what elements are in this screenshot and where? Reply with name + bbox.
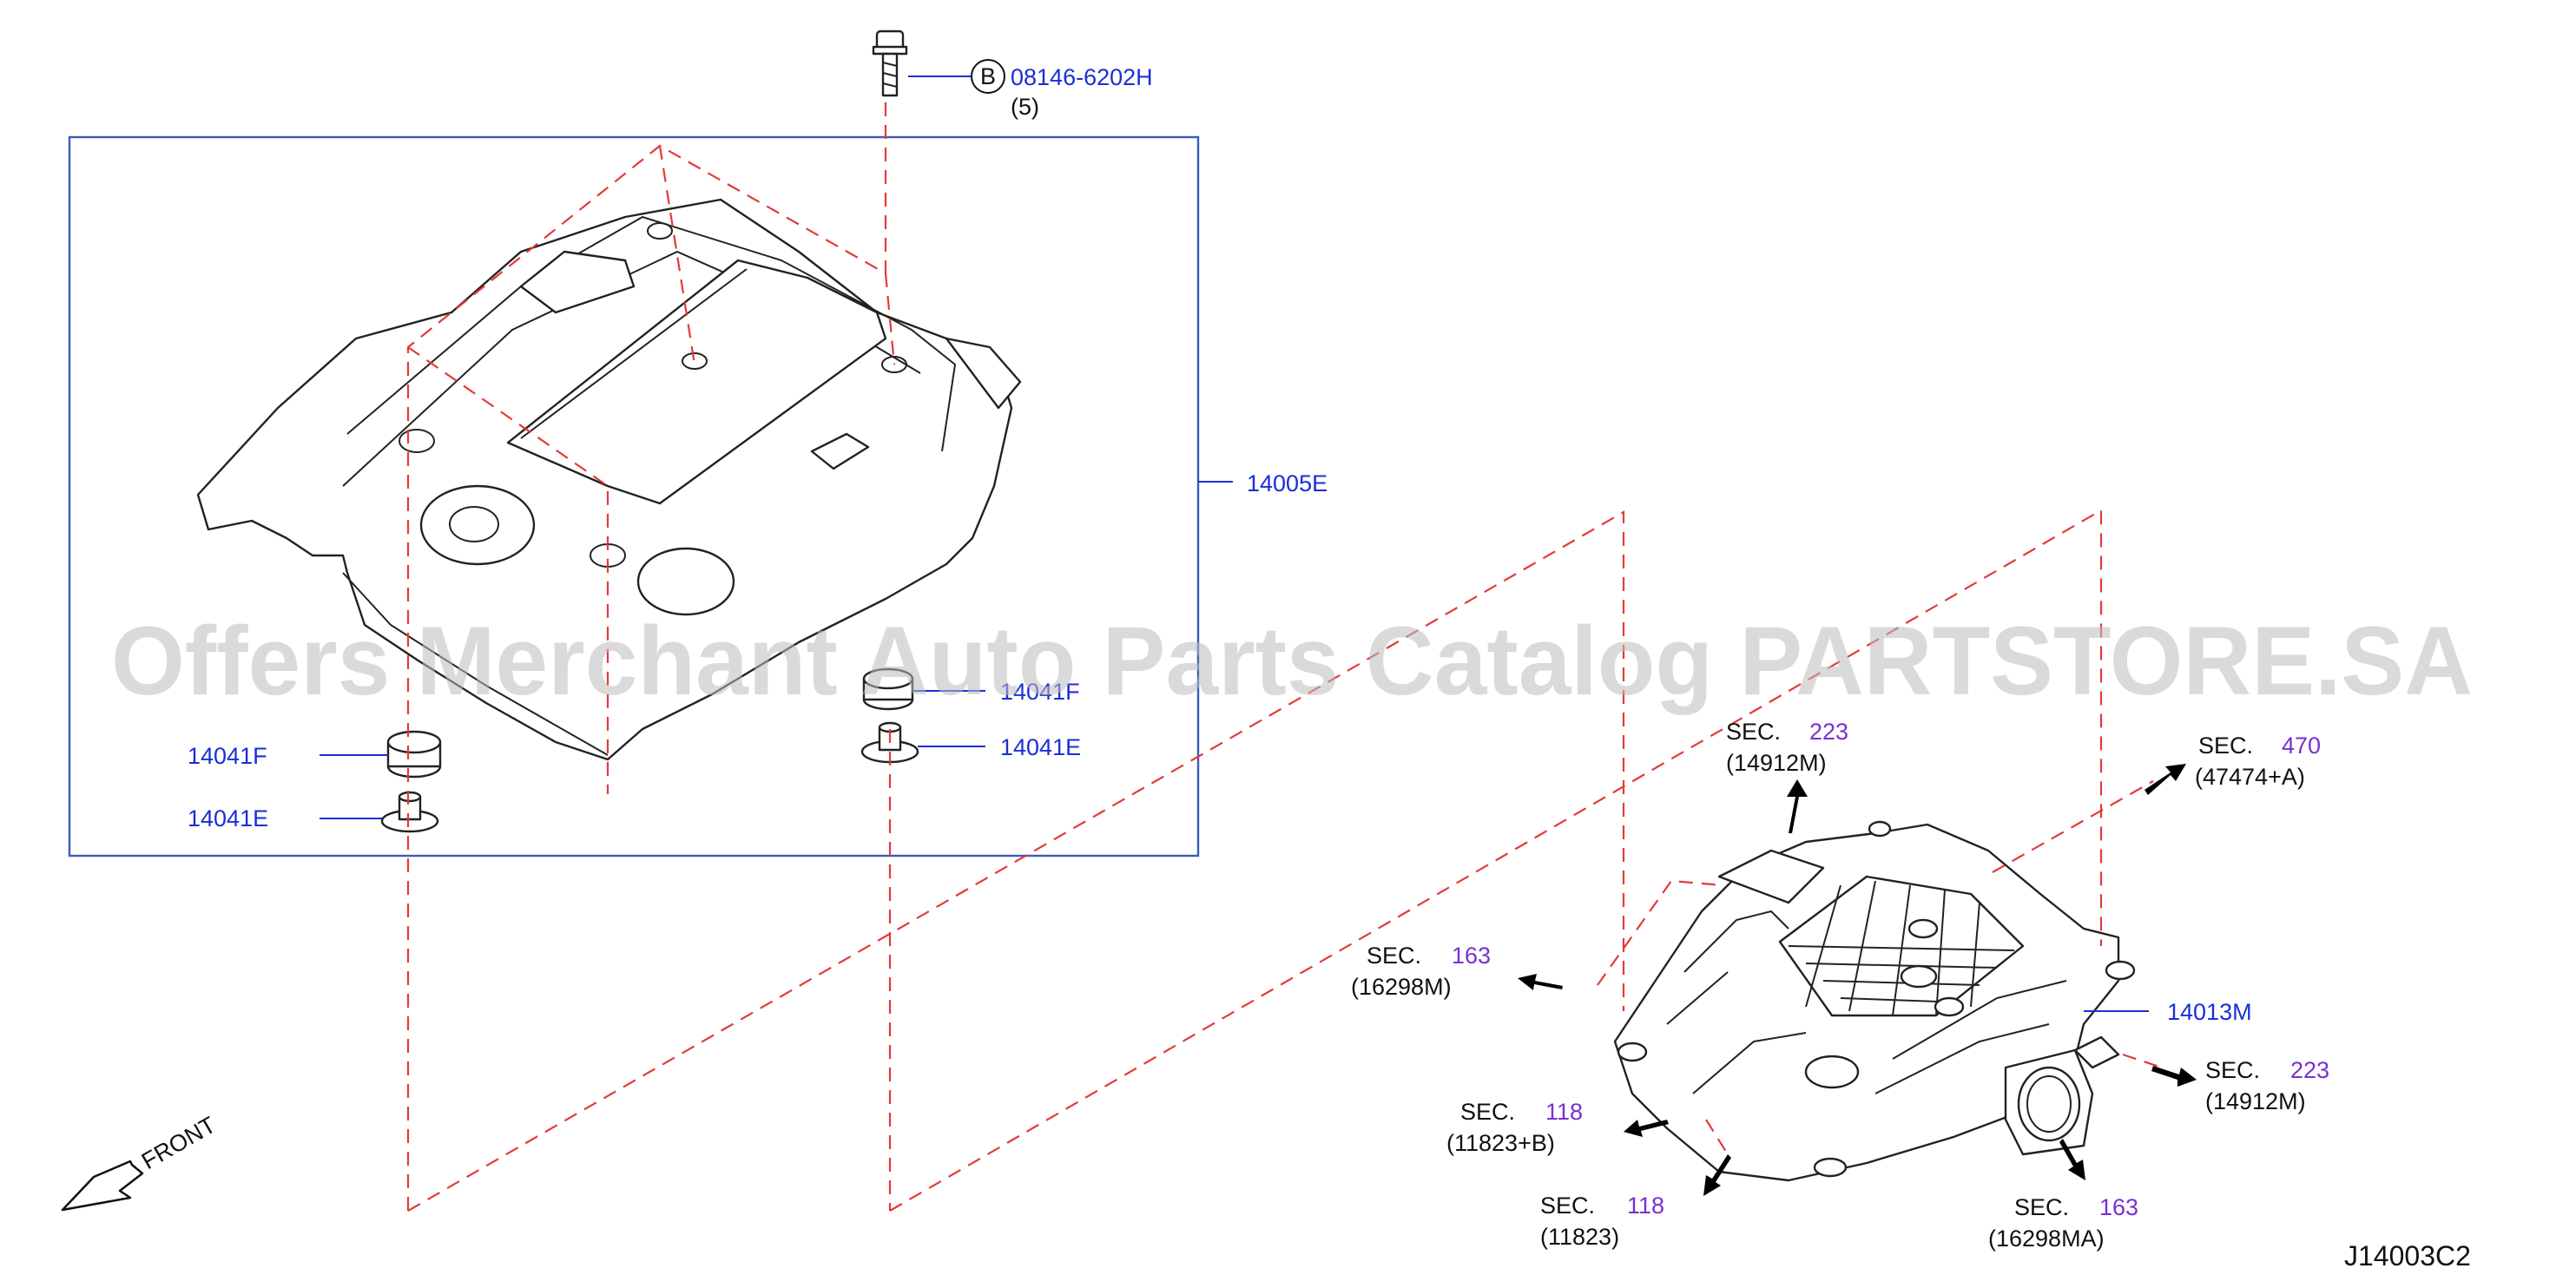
bolt-callout-letter: B — [980, 63, 996, 89]
grommet-14041F-left[interactable] — [386, 730, 442, 779]
svg-text:SEC.: SEC. — [1367, 943, 1421, 969]
svg-text:470: 470 — [2282, 733, 2321, 759]
svg-text:(16298M): (16298M) — [1351, 974, 1452, 1000]
grommet-f-left-part-number[interactable]: 14041F — [188, 743, 267, 769]
svg-text:223: 223 — [2290, 1057, 2329, 1083]
arrow-left-sec118-upper — [1624, 1120, 1669, 1137]
arrow-down-sec118-lower — [1703, 1154, 1731, 1196]
svg-text:118: 118 — [1627, 1193, 1664, 1219]
svg-text:(47474+A): (47474+A) — [2195, 764, 2305, 790]
svg-text:SEC.: SEC. — [1726, 719, 1781, 745]
arrow-right-sec223 — [2151, 1066, 2197, 1087]
arrow-ur-sec470 — [2144, 764, 2186, 795]
section-ref-118-upper[interactable]: SEC. 118 (11823+B) — [1446, 1099, 1583, 1156]
front-arrow-icon — [61, 1160, 144, 1212]
alignment-lines — [406, 95, 2163, 1212]
svg-text:SEC.: SEC. — [2205, 1057, 2260, 1083]
front-direction: FRONT — [61, 1112, 221, 1212]
svg-text:SEC.: SEC. — [2198, 733, 2253, 759]
section-ref-223-top[interactable]: SEC. 223 (14912M) — [1726, 719, 1848, 776]
arrow-down-sec163 — [2059, 1139, 2085, 1180]
section-ref-163-left[interactable]: SEC. 163 (16298M) — [1351, 943, 1491, 1000]
front-label: FRONT — [137, 1112, 221, 1174]
svg-text:(11823+B): (11823+B) — [1446, 1130, 1555, 1156]
bolt-callout-circle — [971, 59, 1005, 94]
arrow-up-sec223 — [1787, 779, 1808, 833]
arrow-left-sec163 — [1518, 974, 1563, 990]
svg-text:(16298MA): (16298MA) — [1988, 1226, 2105, 1252]
svg-text:223: 223 — [1809, 719, 1848, 745]
svg-text:SEC.: SEC. — [2014, 1194, 2069, 1220]
diagram-code: J14003C2 — [2344, 1240, 2471, 1272]
section-ref-223-right[interactable]: SEC. 223 (14912M) — [2205, 1057, 2329, 1114]
svg-text:(14912M): (14912M) — [1726, 750, 1827, 776]
grommet-e-left-part-number[interactable]: 14041E — [188, 805, 268, 831]
section-ref-163-bottom[interactable]: SEC. 163 (16298MA) — [1988, 1194, 2138, 1252]
svg-text:(11823): (11823) — [1540, 1224, 1619, 1250]
watermark: Offers Merchant Auto Parts Catalog PARTS… — [111, 607, 2473, 715]
manifold-part-number[interactable]: 14013M — [2167, 999, 2252, 1025]
grommet-e-right-part-number[interactable]: 14041E — [1000, 734, 1081, 760]
section-ref-118-lower[interactable]: SEC. 118 (11823) — [1540, 1193, 1664, 1250]
leader-lines — [320, 59, 2149, 1012]
section-arrows — [1518, 764, 2197, 1196]
svg-text:163: 163 — [2099, 1194, 2138, 1220]
cover-group-frame — [68, 135, 1200, 858]
svg-text:SEC.: SEC. — [1460, 1099, 1515, 1125]
svg-text:SEC.: SEC. — [1540, 1193, 1595, 1219]
svg-text:(14912M): (14912M) — [2205, 1088, 2306, 1114]
cover-part-number[interactable]: 14005E — [1247, 470, 1328, 496]
section-ref-470[interactable]: SEC. 470 (47474+A) — [2195, 733, 2321, 790]
bolt-08146-6202H[interactable] — [872, 30, 908, 97]
bolt-quantity: (5) — [1011, 94, 1039, 120]
svg-text:163: 163 — [1452, 943, 1491, 969]
grommet-14041E-left[interactable] — [380, 791, 439, 833]
engine-cover-illustration[interactable] — [196, 198, 1022, 761]
grommet-f-right-part-number[interactable]: 14041F — [1000, 679, 1080, 705]
grommet-14041F-right[interactable] — [862, 667, 914, 711]
intake-manifold-illustration[interactable] — [1613, 820, 2136, 1182]
bolt-part-number[interactable]: 08146-6202H — [1011, 64, 1153, 90]
svg-text:118: 118 — [1545, 1099, 1583, 1125]
